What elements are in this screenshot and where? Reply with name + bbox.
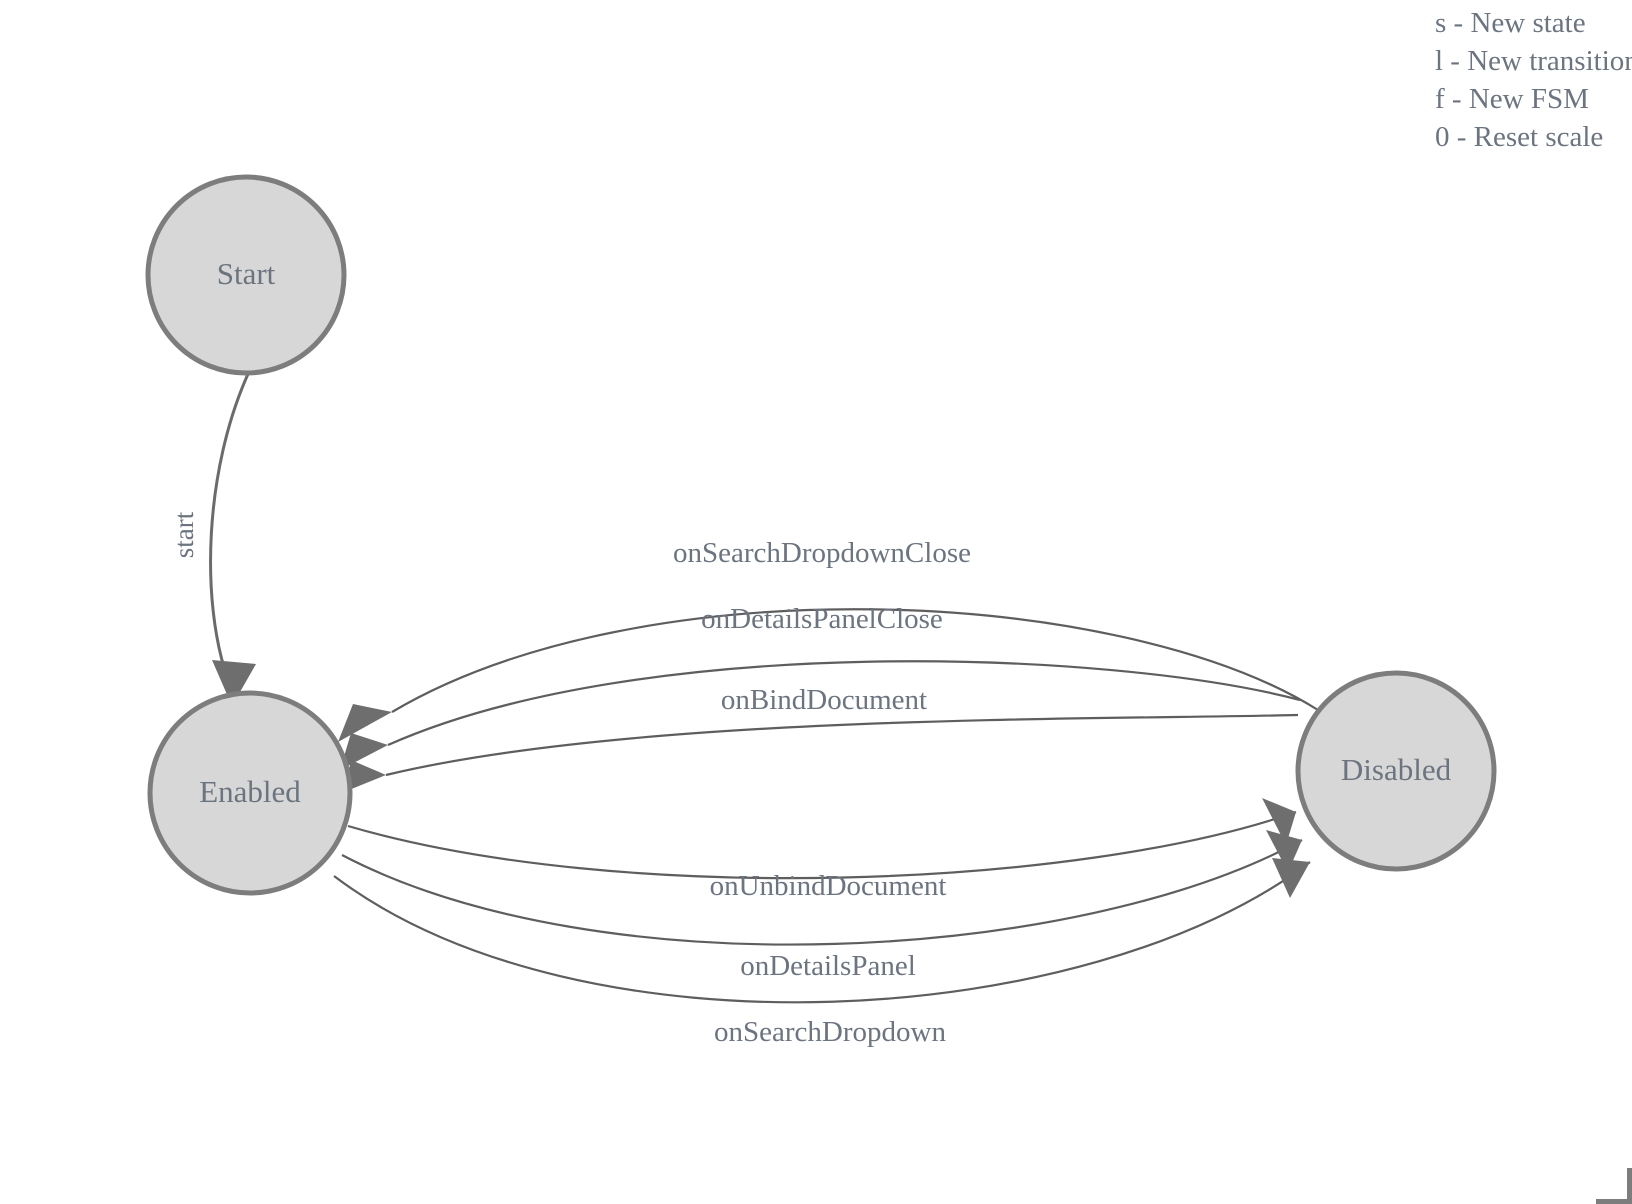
help-overlay: s - New state l - New transition f - New… <box>1427 0 1632 156</box>
edge-label-ondetailspanelclose: onDetailsPanelClose <box>701 603 943 635</box>
edge-label-onbinddocument: onBindDocument <box>721 684 927 716</box>
arrowhead-ondetailspanel <box>1266 830 1302 872</box>
node-enabled-circle[interactable] <box>147 690 353 896</box>
edge-line-start <box>209 373 250 681</box>
node-start-label: Start <box>217 256 276 291</box>
arrowhead-onunbinddocument <box>1262 798 1296 845</box>
resize-handle-right-bar <box>1627 1168 1632 1204</box>
edge-disabled-to-enabled-searchdropdownclose[interactable]: onSearchDropdownClose <box>338 537 1319 742</box>
arrowhead-onsearchdropdown <box>1272 858 1310 898</box>
edge-label-ondetailspanel: onDetailsPanel <box>740 950 916 982</box>
node-start-circle[interactable] <box>145 174 347 376</box>
edge-line-ondetailspanelclose <box>387 660 1301 747</box>
edge-line-onsearchdropdown <box>333 861 1311 1004</box>
edge-label-onsearchdropdown: onSearchDropdown <box>714 1016 946 1048</box>
edge-label-onunbinddocument: onUnbindDocument <box>710 870 947 902</box>
edge-line-onbinddocument <box>385 713 1299 777</box>
node-disabled-label: Disabled <box>1341 752 1452 787</box>
help-line-reset-scale: 0 - Reset scale <box>1435 121 1604 153</box>
edge-enabled-to-disabled-detailspanel[interactable]: onDetailsPanel <box>341 830 1303 982</box>
edge-line-onunbinddocument <box>347 810 1297 880</box>
edge-enabled-to-disabled-searchdropdown[interactable]: onSearchDropdown <box>333 858 1311 1048</box>
arrowhead-onbinddocument <box>344 760 386 792</box>
arrowhead-start-to-enabled <box>212 660 256 706</box>
resize-handle[interactable] <box>1596 1168 1632 1204</box>
edge-disabled-to-enabled-binddocument[interactable]: onBindDocument <box>344 684 1299 792</box>
node-enabled[interactable]: Enabled <box>147 690 353 896</box>
node-disabled-circle[interactable] <box>1295 670 1497 872</box>
edge-line-onsearchdropdownclose <box>391 608 1319 713</box>
edge-line-ondetailspanel <box>341 839 1303 946</box>
arrowhead-onsearchdropdownclose <box>338 704 392 742</box>
edge-start-to-enabled[interactable]: start <box>169 373 256 706</box>
resize-handle-bottom-bar <box>1596 1199 1632 1204</box>
help-line-new-fsm: f - New FSM <box>1435 83 1589 115</box>
help-line-new-state: s - New state <box>1435 7 1586 39</box>
edge-enabled-to-disabled-unbinddocument[interactable]: onUnbindDocument <box>347 798 1297 902</box>
edge-label-onsearchdropdownclose: onSearchDropdownClose <box>673 537 971 569</box>
edge-label-start: start <box>169 511 199 558</box>
node-disabled[interactable]: Disabled <box>1295 670 1497 872</box>
node-start[interactable]: Start <box>145 174 347 376</box>
help-line-new-transition: l - New transition <box>1435 45 1632 77</box>
node-enabled-label: Enabled <box>199 774 301 809</box>
